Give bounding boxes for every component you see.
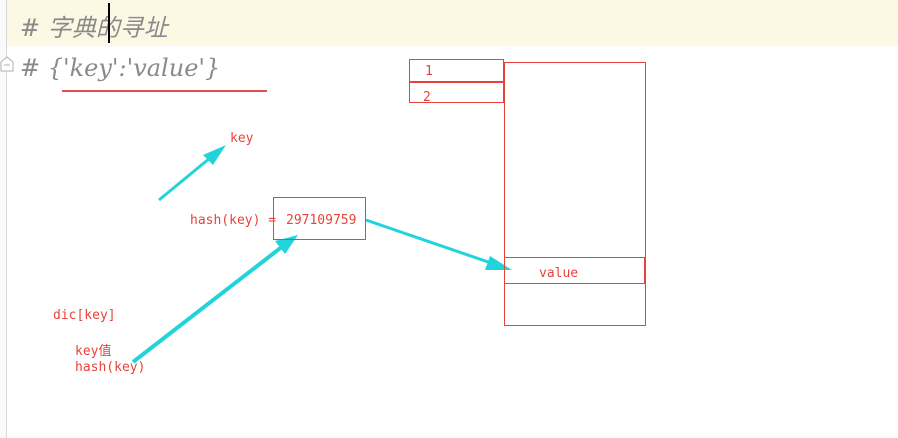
fold-marker-icon[interactable] bbox=[0, 56, 14, 72]
annotation-underline bbox=[62, 90, 267, 92]
code-line-1[interactable]: # 字典的寻址 bbox=[20, 14, 168, 42]
text-cursor bbox=[108, 3, 110, 43]
slot-1-label: 1 bbox=[425, 64, 433, 79]
hash-value: 297109759 bbox=[286, 213, 357, 228]
hash-key-label: hash(key) bbox=[75, 360, 146, 375]
current-line-highlight bbox=[7, 0, 898, 46]
arrow-to-hash-box bbox=[131, 235, 298, 364]
arrow-to-key bbox=[158, 145, 226, 202]
editor-gutter bbox=[0, 0, 7, 438]
code-line-2[interactable]: # {'key':'value'} bbox=[20, 54, 221, 82]
hash-equation-label: hash(key) = bbox=[190, 213, 284, 228]
dic-key-label: dic[key] bbox=[53, 308, 116, 323]
key-value-label: key值 bbox=[75, 344, 112, 359]
hash-value-box: 297109759 bbox=[273, 197, 366, 240]
arrow-to-value-slot bbox=[365, 218, 512, 270]
value-label: value bbox=[539, 266, 579, 281]
slot-2-box: 2 bbox=[409, 82, 504, 105]
key-label: key bbox=[230, 131, 254, 146]
value-slot-box: value bbox=[504, 257, 645, 284]
slot-2-label: 2 bbox=[423, 90, 431, 105]
memory-block-box bbox=[504, 62, 646, 326]
slot-1-box: 1 bbox=[409, 59, 504, 82]
